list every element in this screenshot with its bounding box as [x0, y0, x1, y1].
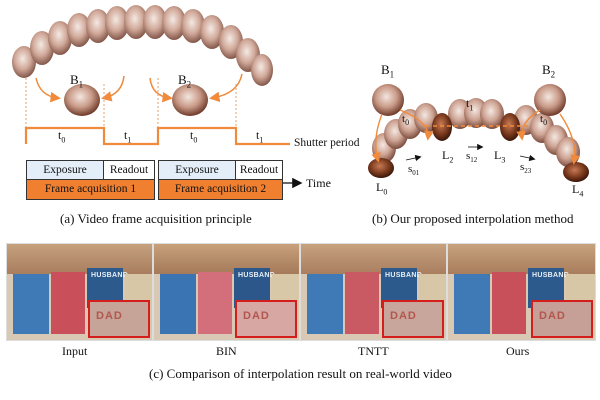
zoom-inset-input: DAD [88, 300, 150, 338]
label-b-b2: B2 [542, 62, 556, 80]
latent-frame-l0 [368, 158, 394, 178]
label-input: Input [62, 344, 88, 358]
interpolation-chain [372, 98, 580, 167]
zoom-inset-ours: DAD [531, 300, 593, 338]
photo-bin: HUSBAND DAD [153, 243, 300, 341]
photo-input: HUSBAND DAD [6, 243, 153, 341]
readout-box-1: Readout [103, 160, 155, 180]
acquisition-box-2: Frame acquisition 2 [158, 179, 283, 200]
time-label: Time [306, 176, 331, 190]
label-b1: B1 [70, 72, 84, 90]
label-ours: Ours [506, 344, 530, 358]
blurred-frame-b2 [172, 84, 208, 116]
zoom-inset-tntt: DAD [382, 300, 444, 338]
photo-tntt: HUSBAND DAD [300, 243, 447, 341]
label-l4: L4 [572, 182, 584, 199]
shutter-t0-a: t0 [58, 128, 66, 145]
label-l3: L3 [494, 148, 506, 165]
label-s12: s12 [466, 150, 478, 165]
exposure-box-2: Exposure [158, 160, 236, 180]
label-t0-left: t0 [402, 113, 410, 128]
label-bin: BIN [216, 344, 237, 358]
label-b2: B2 [178, 72, 192, 90]
shutter-t1-a: t1 [124, 128, 132, 145]
latent-frame-l3 [500, 113, 520, 141]
shutter-t1-b: t1 [256, 128, 264, 145]
shutter-period-label: Shutter period [294, 137, 360, 149]
caption-c: (c) Comparison of interpolation result o… [149, 366, 452, 381]
label-l2: L2 [442, 148, 454, 165]
shutter-waveform [24, 126, 290, 146]
exposure-box-1: Exposure [26, 160, 104, 180]
label-t1: t1 [466, 96, 474, 113]
label-t0-right: t0 [540, 113, 548, 128]
caption-a: (a) Video frame acquisition principle [60, 211, 252, 226]
acquisition-box-1: Frame acquisition 1 [26, 179, 155, 200]
label-s01: s01 [408, 163, 420, 178]
shutter-t0-b: t0 [190, 128, 198, 145]
readout-box-2: Readout [235, 160, 283, 180]
zoom-inset-bin: DAD [235, 300, 297, 338]
label-b-b1: B1 [381, 62, 395, 80]
latent-frame-l2 [432, 113, 452, 141]
blurred-input-b2 [534, 84, 566, 116]
photo-ours: HUSBAND DAD [447, 243, 596, 341]
label-l0: L0 [376, 180, 388, 197]
motion-trail-a [12, 5, 273, 86]
label-s23: s23 [520, 161, 532, 176]
label-tntt: TNTT [358, 344, 389, 358]
latent-frame-l4 [563, 162, 589, 182]
blurred-input-b1 [372, 84, 404, 116]
caption-b: (b) Our proposed interpolation method [372, 211, 574, 226]
blurred-frame-b1 [64, 84, 100, 116]
